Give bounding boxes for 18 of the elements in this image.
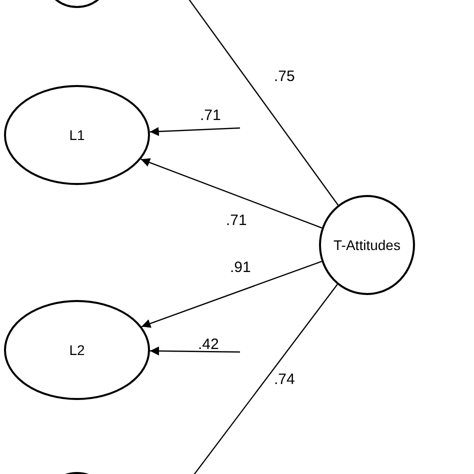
loading-arrow xyxy=(141,260,322,328)
latent-variable-ellipse xyxy=(319,195,415,295)
loading-arrow xyxy=(140,158,322,228)
edge-label: .71 xyxy=(200,107,221,124)
edge-label: .42 xyxy=(198,336,219,353)
error-arrow xyxy=(150,127,240,136)
variable-name: L1 xyxy=(69,127,85,143)
loading-line xyxy=(188,0,339,206)
edge-label: .71 xyxy=(226,212,247,229)
edge-label: .91 xyxy=(230,259,251,276)
loading-line xyxy=(192,284,338,474)
edge-label: .74 xyxy=(274,371,295,388)
latent-variable-ellipse xyxy=(4,300,150,400)
variable-name: L2 xyxy=(69,342,85,358)
latent-variable-ellipse xyxy=(4,85,150,185)
error-arrow xyxy=(150,346,240,356)
variable-name: T-Attitudes xyxy=(334,237,400,253)
edge-label: .75 xyxy=(274,68,295,85)
